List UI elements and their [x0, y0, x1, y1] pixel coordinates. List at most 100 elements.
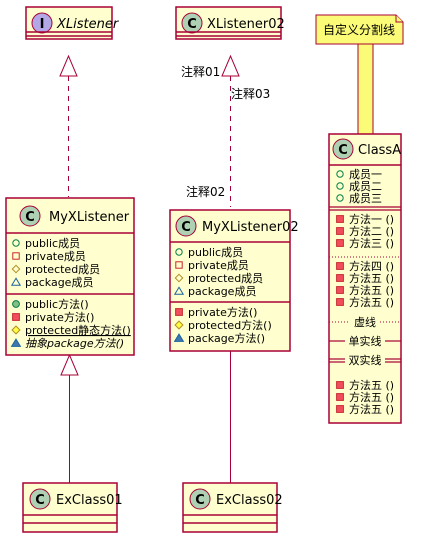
- class-exclass02[interactable]: C ExClass02: [182, 482, 283, 533]
- realization-arrowhead-xlistener: [59, 54, 78, 77]
- private-visibility-icon: [336, 239, 344, 247]
- member-row: package方法(): [188, 331, 265, 345]
- private-visibility-icon: [175, 308, 183, 316]
- methods-compartment: public方法()private方法()protected静态方法()抽象pa…: [10, 297, 131, 350]
- private-visibility-icon: [336, 262, 344, 270]
- realization-arrowhead-xlistener02: [221, 54, 240, 77]
- member-row: private方法(): [188, 305, 257, 319]
- member-row: public方法(): [25, 297, 89, 311]
- private-visibility-icon: [336, 215, 344, 223]
- public-visibility-icon: [336, 170, 344, 178]
- badge-letter: C: [338, 143, 348, 158]
- member-row: 成员二: [349, 180, 382, 193]
- public-visibility-icon: [12, 239, 20, 247]
- class-badge-icon: [29, 488, 51, 510]
- class-badge-icon: [189, 488, 211, 510]
- sep-single-label: 单实线: [349, 334, 382, 348]
- badge-letter: C: [181, 220, 191, 235]
- class-xlistener[interactable]: I XListener: [25, 6, 120, 40]
- note-connector: [357, 43, 374, 135]
- member-row: protected方法(): [188, 318, 272, 332]
- class-name: MyXListener02: [202, 220, 299, 235]
- badge-letter: I: [40, 17, 45, 32]
- class-myxlistener[interactable]: C MyXListener public成员private成员protected…: [5, 197, 135, 356]
- protected-visibility-icon: [174, 273, 184, 283]
- member-row: 方法三 (): [349, 236, 394, 250]
- badge-letter: C: [35, 493, 45, 508]
- methods-compartment: private方法()protected方法()package方法(): [173, 305, 272, 345]
- member-row: private成员: [25, 250, 86, 263]
- methods-compartment-2: 方法四 ()方法五 ()方法五 ()方法五 (): [336, 259, 394, 309]
- sep-double-label: 双实线: [349, 353, 382, 367]
- sep-dotted-label: 虚线: [354, 315, 376, 329]
- package-visibility-icon: [173, 286, 185, 295]
- public-visibility-icon: [12, 300, 20, 308]
- private-visibility-icon: [336, 286, 344, 294]
- member-row: protected静态方法(): [25, 323, 131, 337]
- badge-letter: C: [25, 210, 35, 225]
- class-exclass01[interactable]: C ExClass01: [22, 482, 123, 533]
- member-row: public成员: [188, 246, 243, 259]
- protected-visibility-icon: [11, 264, 21, 274]
- protected-visibility-icon: [174, 320, 184, 330]
- private-visibility-icon: [336, 227, 344, 235]
- member-row: 方法五 (): [349, 271, 394, 285]
- class-name: XListener: [56, 17, 120, 32]
- member-row: protected成员: [188, 272, 263, 285]
- member-row: protected成员: [25, 263, 100, 276]
- public-visibility-icon: [175, 248, 183, 256]
- label-note03: 注释03: [231, 86, 270, 101]
- class-badge-icon: [175, 215, 197, 237]
- class-name: XListener02: [207, 17, 285, 32]
- class-myxlistener02[interactable]: C MyXListener02 public成员private成员protect…: [169, 209, 299, 352]
- note-text: 自定义分割线: [323, 22, 395, 37]
- member-row: package成员: [25, 276, 93, 289]
- methods-compartment-1: 方法一 ()方法二 ()方法三 (): [336, 212, 394, 250]
- private-visibility-icon: [175, 261, 183, 269]
- badge-letter: C: [187, 17, 197, 32]
- class-name: ExClass02: [216, 493, 283, 508]
- member-row: package成员: [188, 285, 256, 298]
- package-visibility-icon: [10, 338, 22, 347]
- methods-compartment-3: 方法五 ()方法五 ()方法五 (): [336, 378, 394, 416]
- private-visibility-icon: [336, 274, 344, 282]
- private-visibility-icon: [12, 252, 20, 260]
- class-name: ExClass01: [56, 493, 123, 508]
- badge-letter: C: [195, 493, 205, 508]
- member-row: 方法一 (): [349, 212, 394, 226]
- member-row: private方法(): [25, 310, 94, 324]
- member-row: private成员: [188, 259, 249, 272]
- protected-visibility-icon: [11, 325, 21, 335]
- private-visibility-icon: [12, 313, 20, 321]
- class-name: ClassA: [358, 143, 401, 158]
- class-name: MyXListener: [49, 210, 130, 225]
- class-xlistener02[interactable]: C XListener02: [175, 6, 285, 40]
- generalization-arrowhead-exclass01: [60, 353, 79, 376]
- private-visibility-icon: [336, 381, 344, 389]
- member-row: 方法五 (): [349, 283, 394, 297]
- class-badge-icon: [19, 205, 41, 227]
- member-row: 方法四 (): [349, 259, 394, 273]
- public-visibility-icon: [336, 182, 344, 190]
- member-row: 方法五 (): [349, 378, 394, 392]
- member-row: 方法二 (): [349, 224, 394, 238]
- class-badge-icon: [181, 12, 203, 34]
- member-row: 抽象package方法(): [25, 337, 124, 350]
- private-visibility-icon: [336, 405, 344, 413]
- interface-badge-icon: [31, 12, 53, 34]
- class-badge-icon: [332, 138, 354, 160]
- member-row: 成员一: [349, 168, 382, 181]
- label-note02: 注释02: [186, 184, 225, 199]
- package-visibility-icon: [10, 277, 22, 286]
- package-visibility-icon: [173, 333, 185, 342]
- public-visibility-icon: [336, 194, 344, 202]
- private-visibility-icon: [336, 393, 344, 401]
- private-visibility-icon: [336, 298, 344, 306]
- member-row: 方法五 (): [349, 402, 394, 416]
- label-note01: 注释01: [181, 64, 220, 79]
- member-row: 成员三: [349, 192, 382, 205]
